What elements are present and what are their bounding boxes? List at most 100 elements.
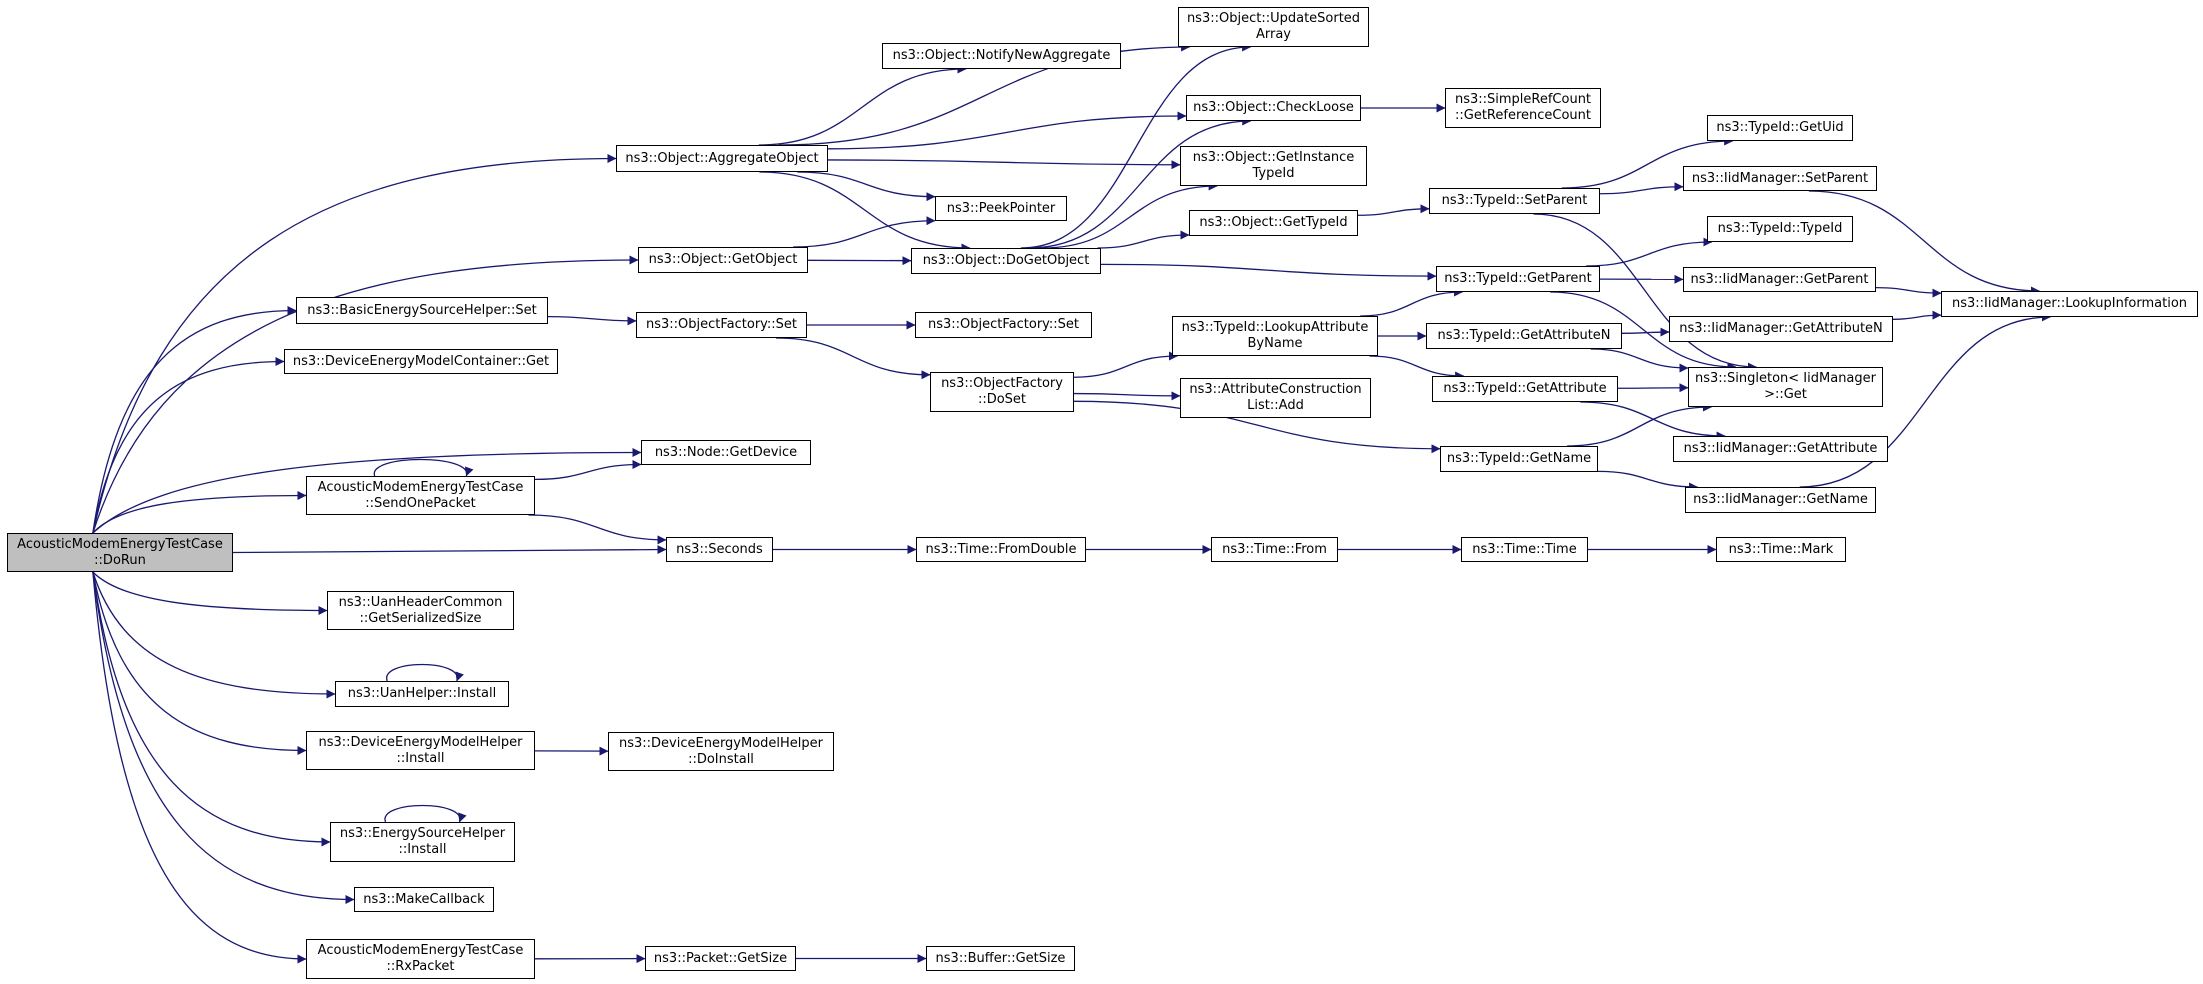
node-label-line: ns3::Object::NotifyNewAggregate xyxy=(892,48,1111,63)
node-tidgetname[interactable]: ns3::TypeId::GetName xyxy=(1440,446,1598,472)
node-label-line: ns3::TypeId::GetName xyxy=(1446,451,1592,466)
node-label-line: ns3::UanHeaderCommon xyxy=(338,594,503,610)
node-tidtypeid[interactable]: ns3::TypeId::TypeId xyxy=(1707,216,1853,242)
edge-uanhelper-to-uanhelper xyxy=(386,663,464,682)
node-packetgetsize[interactable]: ns3::Packet::GetSize xyxy=(645,946,796,971)
node-label-line: ns3::Packet::GetSize xyxy=(653,950,788,966)
node-fromdouble[interactable]: ns3::Time::FromDouble xyxy=(916,537,1086,562)
node-label-line: ns3::BasicEnergySourceHelper::Set xyxy=(307,302,537,318)
node-eshelper[interactable]: ns3::EnergySourceHelper::Install xyxy=(330,822,515,862)
node-iidgetattrn[interactable]: ns3::IidManager::GetAttributeN xyxy=(1669,316,1893,342)
edge-aggregate-to-dogetobject xyxy=(759,171,971,253)
node-tidgetattr[interactable]: ns3::TypeId::GetAttribute xyxy=(1432,376,1618,402)
node-label-line: ::Install xyxy=(398,842,447,857)
node-uanhelper[interactable]: ns3::UanHelper::Install xyxy=(335,681,509,707)
edge-aggregate-to-checkloose xyxy=(827,111,1187,150)
edge-tidgetparent-to-singleton xyxy=(1550,291,1737,372)
edge-tidgetname-to-iidgetname xyxy=(1597,470,1699,492)
node-objgettypeid[interactable]: ns3::Object::GetTypeId xyxy=(1189,210,1358,236)
node-label-line: >::Get xyxy=(1764,387,1807,402)
node-seconds[interactable]: ns3::Seconds xyxy=(666,537,773,562)
node-label-line: ns3::IidManager::GetAttribute xyxy=(1683,441,1878,456)
node-label-line: ::GetReferenceCount xyxy=(1455,108,1591,123)
node-label-line: ::SendOnePacket xyxy=(365,495,476,511)
node-label-line: ns3::Seconds xyxy=(676,541,763,557)
node-label-line: ns3::MakeCallback xyxy=(363,891,485,907)
edge-root-to-nodegetdevice xyxy=(92,448,642,534)
node-demhelper[interactable]: ns3::DeviceEnergyModelHelper::Install xyxy=(306,731,535,770)
node-timefrom[interactable]: ns3::Time::From xyxy=(1211,537,1338,562)
node-ofdoset[interactable]: ns3::ObjectFactory::DoSet xyxy=(930,372,1074,412)
node-tidgetuid[interactable]: ns3::TypeId::GetUid xyxy=(1707,115,1853,141)
node-label-line: ns3::TypeId::TypeId xyxy=(1717,221,1843,236)
edge-aggregate-to-notifynew xyxy=(758,64,967,146)
edge-dogetobject-to-checkloose xyxy=(1028,116,1252,249)
edge-root-to-aggregate xyxy=(92,154,617,534)
node-demcget[interactable]: ns3::DeviceEnergyModelContainer::Get xyxy=(284,349,558,374)
edge-tidgetattrn-to-iidgetattrn xyxy=(1621,327,1670,337)
node-label-line: ::Install xyxy=(396,750,445,766)
node-rxpacket[interactable]: AcousticModemEnergyTestCase::RxPacket xyxy=(306,939,535,979)
node-peek[interactable]: ns3::PeekPointer xyxy=(935,196,1067,221)
edge-dogetobject-to-getinstance xyxy=(1042,181,1218,249)
edge-root-to-seconds xyxy=(232,545,667,555)
edge-iidgetparent-to-iidlookup xyxy=(1875,287,1942,298)
node-simplerefcount[interactable]: ns3::SimpleRefCount::GetReferenceCount xyxy=(1445,88,1601,128)
edge-dogetobject-to-tidgetparent xyxy=(1100,263,1437,281)
node-timemark[interactable]: ns3::Time::Mark xyxy=(1716,537,1846,562)
node-getobject[interactable]: ns3::Object::GetObject xyxy=(638,247,808,273)
node-iidlookup[interactable]: ns3::IidManager::LookupInformation xyxy=(1941,291,2198,317)
node-root[interactable]: AcousticModemEnergyTestCase::DoRun xyxy=(7,533,233,572)
node-label-line: ns3::DeviceEnergyModelHelper xyxy=(318,734,523,750)
node-nodegetdevice[interactable]: ns3::Node::GetDevice xyxy=(641,440,811,465)
node-label-line: ns3::TypeId::LookupAttribute xyxy=(1181,320,1369,335)
node-label-line: ns3::IidManager::GetAttributeN xyxy=(1679,321,1883,336)
node-label-line: ns3::Object::AggregateObject xyxy=(625,150,819,166)
node-label-line: AcousticModemEnergyTestCase xyxy=(317,479,524,495)
edge-lookupattr-to-tidgetparent xyxy=(1360,287,1464,317)
node-makecallback[interactable]: ns3::MakeCallback xyxy=(354,887,494,912)
node-iidgetattr[interactable]: ns3::IidManager::GetAttribute xyxy=(1673,436,1888,462)
edge-tidsetparent-to-iidsetparent xyxy=(1599,182,1684,195)
node-iidsetparent[interactable]: ns3::IidManager::SetParent xyxy=(1683,166,1877,191)
edge-eshelper-to-eshelper xyxy=(384,804,467,823)
edge-objgettypeid-to-tidsetparent xyxy=(1357,204,1430,216)
node-tidsetparent[interactable]: ns3::TypeId::SetParent xyxy=(1429,188,1600,214)
node-dogetobject[interactable]: ns3::Object::DoGetObject xyxy=(911,248,1101,274)
node-sendone[interactable]: AcousticModemEnergyTestCase::SendOnePack… xyxy=(306,476,535,515)
edge-tidsetparent-to-singleton xyxy=(1533,213,1757,372)
node-tidgetparent[interactable]: ns3::TypeId::GetParent xyxy=(1436,266,1600,292)
node-ofset[interactable]: ns3::ObjectFactory::Set xyxy=(636,312,807,338)
node-tidgetattrn[interactable]: ns3::TypeId::GetAttributeN xyxy=(1426,323,1622,349)
node-ofset2[interactable]: ns3::ObjectFactory::Set xyxy=(915,312,1092,338)
node-iidgetparent[interactable]: ns3::IidManager::GetParent xyxy=(1683,267,1876,292)
edge-sendone-to-seconds xyxy=(528,514,667,545)
node-uanheader[interactable]: ns3::UanHeaderCommon::GetSerializedSize xyxy=(327,591,514,630)
node-aggregate[interactable]: ns3::Object::AggregateObject xyxy=(616,145,828,172)
node-demdoinstall[interactable]: ns3::DeviceEnergyModelHelper::DoInstall xyxy=(608,732,834,771)
node-iidgetname[interactable]: ns3::IidManager::GetName xyxy=(1685,487,1876,513)
node-label-line: TypeId xyxy=(1252,166,1295,181)
edge-sendone-to-nodegetdevice xyxy=(534,459,642,481)
edge-root-to-uanhelper xyxy=(92,571,336,699)
edge-aggregate-to-peek xyxy=(797,171,936,202)
node-buffergetsize[interactable]: ns3::Buffer::GetSize xyxy=(926,946,1075,971)
node-label-line: ns3::AttributeConstruction xyxy=(1189,382,1362,397)
edge-root-to-demcget xyxy=(92,357,285,534)
node-label-line: ns3::Object::DoGetObject xyxy=(922,253,1090,268)
node-label-line: AcousticModemEnergyTestCase xyxy=(317,943,524,958)
node-singleton[interactable]: ns3::Singleton< IidManager>::Get xyxy=(1688,367,1883,407)
node-notifynew[interactable]: ns3::Object::NotifyNewAggregate xyxy=(882,43,1121,69)
node-label-line: ns3::IidManager::SetParent xyxy=(1691,170,1869,186)
node-checkloose[interactable]: ns3::Object::CheckLoose xyxy=(1186,95,1361,121)
node-basicset[interactable]: ns3::BasicEnergySourceHelper::Set xyxy=(296,297,548,324)
edge-root-to-eshelper xyxy=(92,571,331,847)
node-label-line: ns3::Object::GetInstance xyxy=(1192,150,1355,165)
edge-ofset-to-ofdoset xyxy=(775,337,931,380)
node-timetime[interactable]: ns3::Time::Time xyxy=(1461,537,1588,562)
edge-tidgetattrn-to-singleton xyxy=(1590,348,1689,373)
